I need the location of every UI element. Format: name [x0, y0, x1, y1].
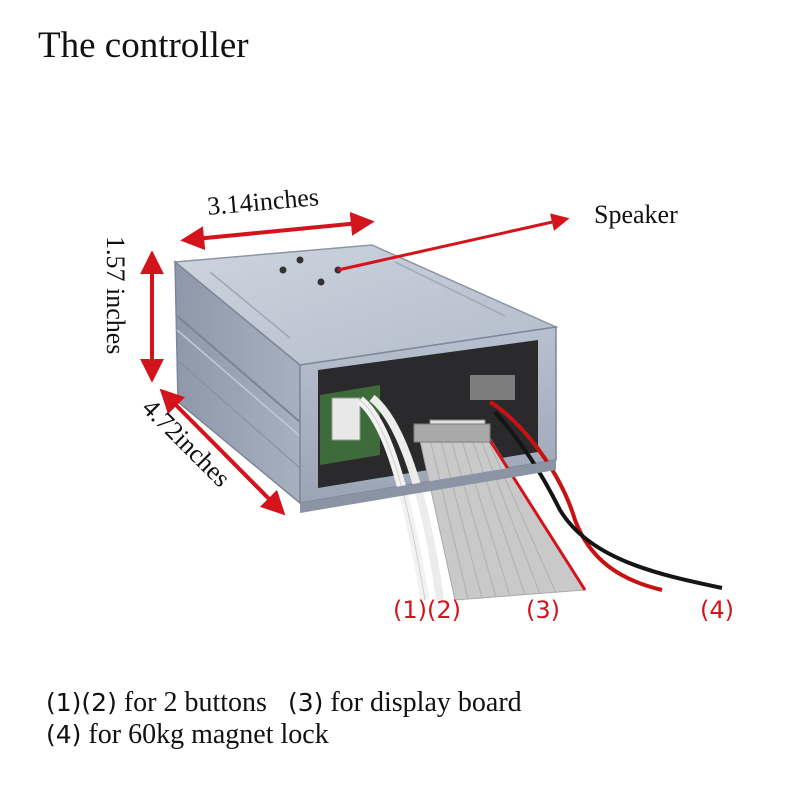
legend-text-display: for display board — [330, 687, 522, 718]
legend-text-lock: for 60kg magnet lock — [88, 719, 329, 750]
speaker-label: Speaker — [594, 200, 678, 229]
legend-number-buttons: (1)(2) — [46, 688, 117, 717]
cable-label-buttons: (1)(2) — [393, 596, 461, 624]
legend-line-2: (4) for 60kg magnet lock — [46, 718, 329, 752]
legend-text-buttons: for 2 buttons — [123, 687, 267, 718]
page-title: The controller — [38, 25, 249, 66]
legend-line-1: (1)(2) for 2 buttons (3) for display boa… — [46, 686, 522, 720]
height-dimension-label: 1.57 inches — [101, 236, 130, 355]
legend-number-display: (3) — [287, 688, 324, 717]
cable-label-display: (3) — [526, 596, 560, 624]
cable-label-lock: (4) — [700, 596, 734, 624]
legend-number-lock: (4) — [46, 720, 82, 749]
